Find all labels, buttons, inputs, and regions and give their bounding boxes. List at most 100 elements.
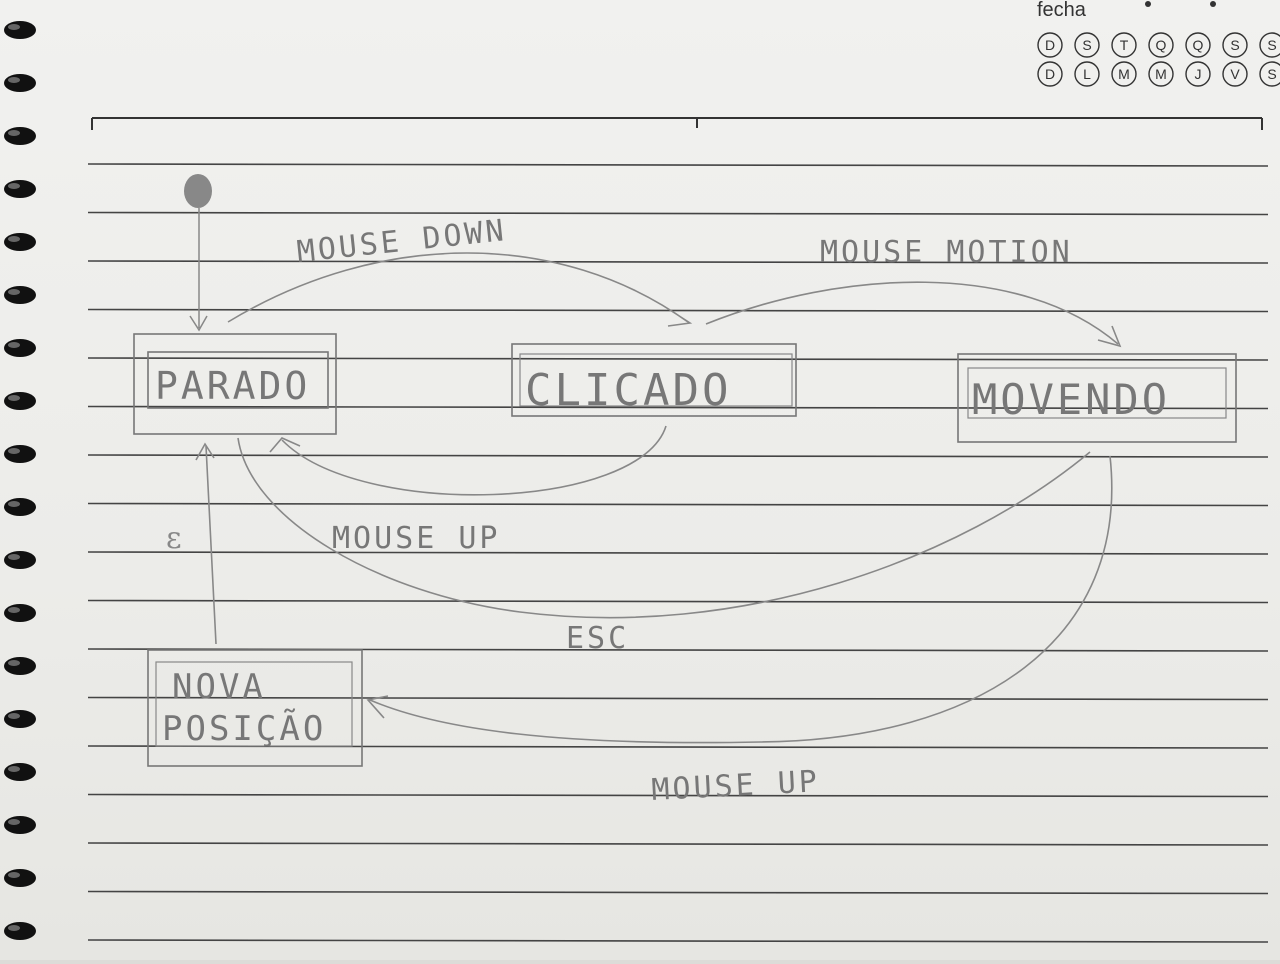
ruled-line [87,308,1269,313]
spiral-ring-highlight [8,554,20,560]
weekday-letter: M [1155,66,1167,82]
arrow-epsilon [195,442,217,645]
spiral-ring-highlight [8,766,20,772]
weekday-bubble [1222,61,1248,87]
weekday-letter: S [1267,37,1276,53]
spiral-ring [4,498,36,516]
state-clicado: CLICADO [511,343,797,417]
spiral-ring-highlight [8,342,20,348]
weekday-letter: S [1082,37,1091,53]
state-parado: PARADO [133,333,337,435]
ruled-line [87,163,1269,167]
spiral-ring [4,604,36,622]
spiral-ring [4,922,36,940]
ruled-line [87,599,1269,604]
label-epsilon: ε [166,521,182,556]
arrow-mouse-motion [705,281,1122,348]
spiral-ring-highlight [8,501,20,507]
state-clicado-label: CLICADO [525,365,731,416]
spiral-ring-highlight [8,819,20,825]
weekday-letter: M [1118,66,1130,82]
weekday-letter: D [1045,66,1055,82]
state-parado-label: PARADO [155,364,310,408]
spiral-ring [4,710,36,728]
state-nova-posicao: NOVA POSIÇÃO [147,649,363,767]
spiral-ring [4,445,36,463]
weekday-bubble [1111,32,1137,58]
ruled-line [87,890,1269,895]
ruled-line [87,502,1269,507]
spiral-ring-highlight [8,77,20,83]
ruled-line [87,260,1269,264]
ruled-line [87,211,1269,216]
spiral-ring-highlight [8,660,20,666]
weekday-bubble [1111,61,1137,87]
spiral-ring [4,74,36,92]
label-esc: ESC [566,621,629,656]
initial-state-dot [184,174,212,208]
state-nova-posicao-label-line2: POSIÇÃO [162,709,326,749]
spiral-ring-highlight [8,183,20,189]
ruled-lines [87,163,1269,943]
weekday-letter: Q [1156,37,1167,53]
weekday-bubble [1259,61,1280,87]
spiral-ring [4,551,36,569]
top-margin-line [91,117,1263,130]
spiral-ring [4,816,36,834]
spiral-ring-highlight [8,607,20,613]
weekday-letter: J [1195,66,1202,82]
ruled-line [87,405,1269,410]
spiral-ring [4,21,36,39]
spiral-ring-highlight [8,395,20,401]
arrow-mouse-up-movendo [366,455,1113,744]
spiral-ring-highlight [8,872,20,878]
spiral-ring [4,763,36,781]
date-label: fecha [1037,0,1087,21]
spiral-ring-highlight [8,925,20,931]
header-dot [1145,1,1151,7]
spiral-ring [4,180,36,198]
ruled-line [87,793,1269,798]
arrow-mouse-up-clicado [269,425,667,496]
label-mouse-up-movendo: MOUSE UP [651,764,821,808]
spiral-ring-highlight [8,289,20,295]
weekday-letter: Q [1193,37,1204,53]
spiral-ring-highlight [8,713,20,719]
spiral-ring [4,339,36,357]
state-nova-posicao-label-line1: NOVA [172,667,266,707]
weekday-bubble [1037,32,1063,58]
weekday-letter: L [1083,66,1091,82]
weekday-bubble [1074,32,1100,58]
weekday-bubble [1037,61,1063,87]
notebook-spiral [4,21,36,940]
spiral-ring-highlight [8,24,20,30]
weekday-bubble [1185,32,1211,58]
spiral-ring-highlight [8,236,20,242]
ruled-line [87,939,1269,943]
ruled-line [87,551,1269,555]
label-mouse-motion: MOUSE MOTION [820,235,1073,270]
spiral-ring [4,392,36,410]
state-movendo: MOVENDO [957,353,1237,443]
state-movendo-label: MOVENDO [972,375,1170,424]
arrow-esc [237,437,1091,619]
weekday-letter: V [1230,66,1240,82]
weekday-letter: D [1045,37,1055,53]
weekday-letter: T [1120,37,1129,53]
weekday-bubble [1074,61,1100,87]
spiral-ring [4,233,36,251]
weekday-bubble [1259,32,1280,58]
header-dot [1210,1,1216,7]
label-mouse-up-clicado: MOUSE UP [332,521,501,556]
weekday-letter: S [1267,66,1276,82]
spiral-ring [4,657,36,675]
weekday-bubble [1185,61,1211,87]
ruled-line [87,842,1269,846]
spiral-ring [4,286,36,304]
weekday-letter: S [1230,37,1239,53]
weekday-bubble [1222,32,1248,58]
